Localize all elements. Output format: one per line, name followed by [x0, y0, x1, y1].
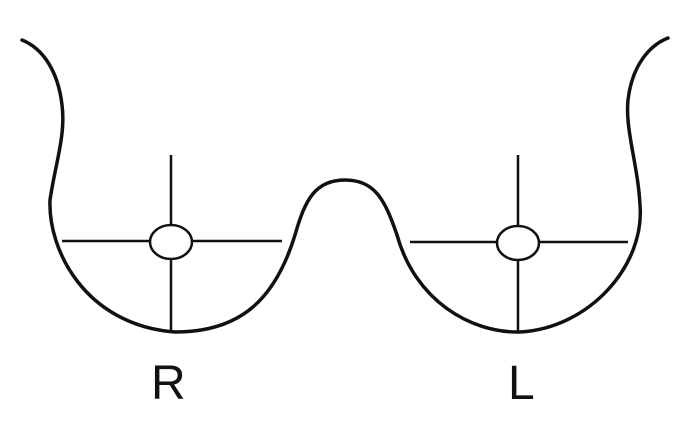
right-side-label: R: [151, 357, 186, 410]
left-nipple-circle: [495, 224, 541, 262]
left-side-label: L: [508, 357, 535, 410]
body-outline: [20, 36, 670, 334]
right-nipple-circle: [148, 223, 194, 261]
left-breast-quadrants: [410, 155, 628, 332]
right-breast-quadrants: [62, 155, 282, 332]
